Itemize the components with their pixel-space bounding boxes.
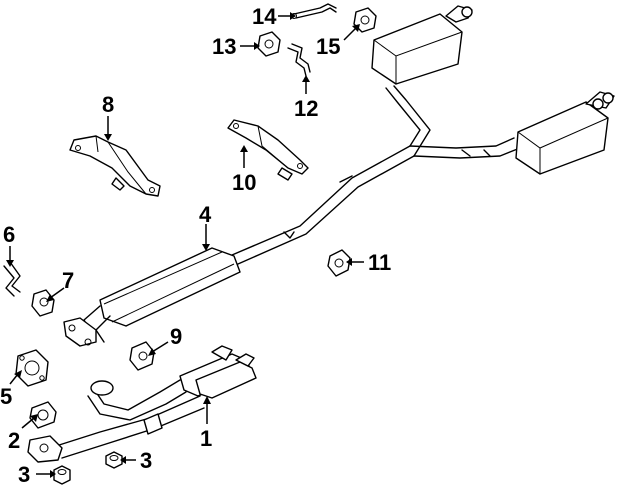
front-pipe (27, 345, 257, 463)
gasket-5 (15, 349, 49, 387)
callout-labels: 1 2 3 3 4 5 6 7 8 9 10 11 12 13 14 15 (0, 4, 391, 487)
callout-1: 1 (200, 426, 212, 451)
callout-4: 4 (199, 202, 212, 227)
rear-muffler (515, 91, 615, 175)
hanger-6 (3, 261, 21, 297)
callout-7: 7 (62, 268, 74, 293)
upper-muffler (371, 5, 473, 85)
bracket-10 (227, 119, 309, 181)
callout-11: 11 (368, 250, 391, 275)
insulator-11 (327, 249, 351, 277)
insulator-13 (257, 31, 281, 57)
callout-5: 5 (0, 384, 12, 409)
callout-leaders (6, 12, 364, 478)
callout-13: 13 (212, 34, 236, 59)
hanger-14 (291, 3, 337, 19)
callout-10: 10 (232, 170, 256, 195)
insulator-9 (129, 341, 155, 371)
nut-3b (105, 451, 123, 469)
callout-2: 2 (8, 428, 20, 453)
nut-3a (53, 465, 71, 485)
callout-9: 9 (170, 324, 182, 349)
callout-15: 15 (316, 34, 340, 59)
callout-3-left: 3 (18, 462, 30, 487)
resonator (63, 247, 241, 347)
gasket-2 (29, 401, 57, 429)
intermediate-pipe (231, 85, 521, 265)
bracket-8 (69, 135, 161, 197)
callout-14: 14 (252, 4, 277, 29)
callout-8: 8 (102, 92, 114, 117)
hanger-12 (287, 43, 311, 77)
callout-12: 12 (294, 96, 318, 121)
callout-3-right: 3 (140, 448, 152, 473)
callout-6: 6 (3, 222, 15, 247)
insulator-7 (31, 289, 55, 317)
